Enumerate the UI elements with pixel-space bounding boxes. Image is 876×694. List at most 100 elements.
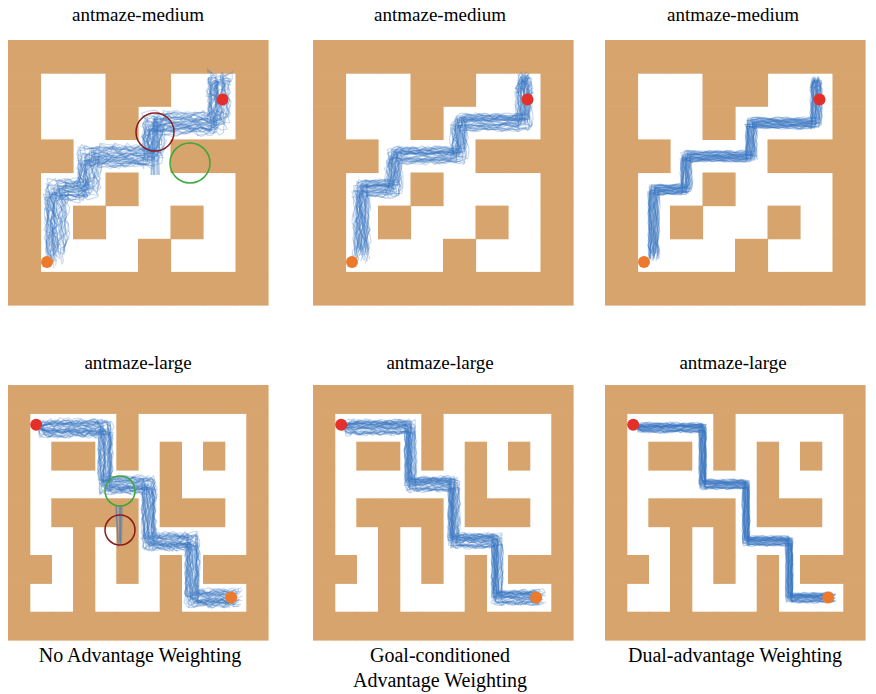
- trajectory: [50, 83, 218, 269]
- maze-wall: [843, 527, 865, 556]
- maze-wall: [443, 385, 465, 414]
- trajectory: [344, 424, 535, 598]
- maze-wall: [735, 272, 768, 306]
- maze-wall: [378, 498, 400, 527]
- maze-wall: [8, 555, 30, 584]
- maze-wall: [116, 612, 138, 641]
- trajectory: [347, 426, 546, 600]
- trajectory: [649, 79, 815, 253]
- trajectory: [345, 423, 539, 597]
- trajectory: [346, 423, 541, 597]
- trajectory: [650, 80, 816, 257]
- trajectory: [352, 81, 522, 257]
- maze-wall: [605, 527, 627, 556]
- trajectory: [344, 426, 534, 599]
- maze-wall: [508, 139, 541, 173]
- trajectory: [356, 81, 523, 259]
- trajectory: [637, 424, 832, 596]
- maze-wall: [411, 272, 444, 306]
- highlight-circle: [105, 476, 135, 506]
- trajectory: [345, 429, 540, 604]
- maze-wall: [378, 272, 411, 306]
- maze-wall: [465, 498, 487, 527]
- maze-wall: [236, 106, 269, 140]
- trajectory: [638, 425, 834, 597]
- maze-wall: [313, 173, 346, 207]
- maze-wall: [51, 385, 73, 414]
- trajectory: [49, 80, 218, 259]
- trajectory-detour: [154, 117, 155, 175]
- maze-wall: [670, 498, 692, 527]
- trajectory: [42, 429, 240, 604]
- trajectory: [353, 80, 522, 258]
- trajectory: [638, 429, 834, 603]
- trajectory: [651, 78, 816, 251]
- trajectory: [359, 78, 526, 250]
- maze-wall: [703, 272, 736, 306]
- trajectory: [358, 79, 525, 252]
- maze-wall: [713, 527, 735, 556]
- maze-wall: [800, 498, 822, 527]
- maze-wall: [8, 413, 30, 442]
- trajectory: [346, 422, 540, 595]
- trajectory: [41, 429, 235, 605]
- maze-wall: [8, 239, 41, 273]
- trajectory: [345, 428, 540, 602]
- maze-wall: [605, 272, 638, 306]
- maze-wall: [768, 272, 801, 306]
- maze-wall: [605, 206, 638, 240]
- maze-wall: [476, 272, 509, 306]
- trajectory: [648, 81, 815, 260]
- maze-wall: [551, 442, 573, 471]
- maze-wall: [768, 139, 801, 173]
- maze-wall: [692, 612, 714, 641]
- maze-wall: [51, 612, 73, 641]
- maze-wall: [411, 73, 444, 107]
- maze-wall: [605, 555, 627, 584]
- maze-wall: [486, 612, 508, 641]
- maze-wall: [73, 498, 95, 527]
- maze-wall: [605, 40, 638, 74]
- trajectory: [41, 427, 238, 601]
- trajectory: [648, 81, 815, 259]
- trajectory: [652, 81, 817, 259]
- trajectory: [637, 422, 832, 595]
- maze-wall: [735, 385, 757, 414]
- maze-wall: [713, 555, 735, 584]
- maze-wall: [551, 527, 573, 556]
- maze-wall: [713, 612, 735, 641]
- trajectory: [638, 429, 836, 603]
- maze-wall: [843, 555, 865, 584]
- trajectory: [651, 81, 816, 259]
- trajectory: [653, 80, 818, 256]
- panel-title: antmaze-large: [386, 352, 493, 374]
- maze-wall: [171, 40, 204, 74]
- trajectory: [345, 429, 540, 605]
- trajectory: [638, 424, 836, 597]
- maze-wall: [73, 206, 106, 240]
- maze-wall: [356, 498, 378, 527]
- trajectory: [360, 77, 526, 252]
- trajectory: [52, 78, 220, 253]
- maze-wall: [225, 612, 247, 641]
- maze-wall: [236, 139, 269, 173]
- maze-wall: [160, 385, 182, 414]
- trajectory: [345, 422, 539, 596]
- maze-wall: [551, 583, 573, 612]
- maze-wall: [541, 139, 574, 173]
- trajectory: [40, 428, 235, 602]
- trajectory: [638, 429, 833, 602]
- maze-wall: [106, 40, 139, 74]
- maze-wall: [421, 442, 443, 471]
- trajectory: [39, 430, 230, 607]
- maze-wall: [541, 40, 574, 74]
- goal-dot: [522, 94, 534, 106]
- maze-wall: [8, 173, 41, 207]
- trajectory: [638, 426, 835, 598]
- maze-wall: [313, 442, 335, 471]
- maze-wall: [313, 498, 335, 527]
- trajectory: [39, 429, 230, 605]
- trajectory: [343, 429, 536, 604]
- maze-wall: [313, 239, 346, 273]
- maze-wall: [757, 555, 779, 584]
